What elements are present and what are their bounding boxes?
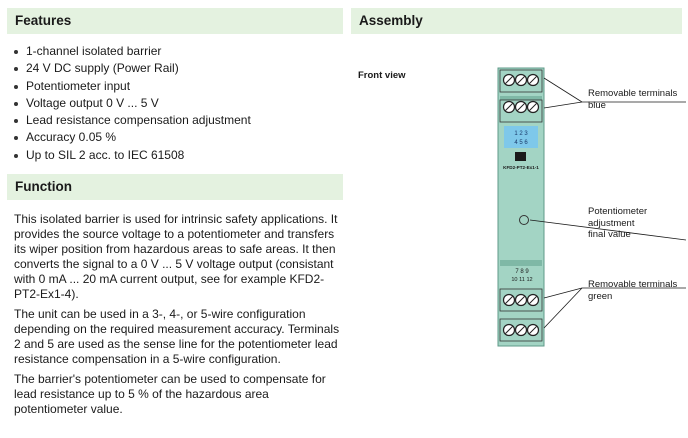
device-front-view-diagram: 1 2 3 4 5 6 KFD2-PT2-Ex1-1 7 8 9 10 11 1…: [497, 67, 686, 347]
list-item: Voltage output 0 V ... 5 V: [14, 95, 251, 112]
callout-text: Potentiometer: [588, 206, 648, 217]
front-view-label: Front view: [358, 70, 406, 81]
callout-text: Removable terminals: [588, 279, 678, 290]
terminal-numbers-top-row2: 4 5 6: [514, 140, 528, 146]
function-paragraph: The unit can be used in a 3-, 4-, or 5-w…: [14, 307, 340, 366]
list-item: Up to SIL 2 acc. to IEC 61508: [14, 147, 251, 164]
list-item: Potentiometer input: [14, 78, 251, 95]
manufacturer-logo-icon: [515, 152, 526, 161]
list-item: 1-channel isolated barrier: [14, 43, 251, 60]
housing-groove: [500, 96, 542, 102]
terminal-number-label-blue: [504, 126, 538, 148]
screw-icon: [526, 73, 540, 87]
screw-icon: [502, 293, 516, 307]
terminal-numbers-bottom-row2: 10 11 12: [511, 277, 532, 283]
callout-text: blue: [588, 99, 606, 111]
device-model-label: KFD2-PT2-Ex1-1: [503, 165, 539, 170]
screw-icon: [526, 100, 540, 114]
function-text: This isolated barrier is used for intrin…: [14, 212, 344, 422]
callout-text: Removable terminals: [588, 88, 678, 99]
list-item: Lead resistance compensation adjustment: [14, 112, 251, 129]
screw-icon: [526, 323, 540, 337]
screw-icon: [514, 293, 528, 307]
screw-icon: [502, 100, 516, 114]
screw-icon: [514, 100, 528, 114]
callout-blue-terminals: Removable terminals blue: [588, 88, 677, 111]
screw-icon: [514, 73, 528, 87]
features-heading: Features: [7, 8, 343, 34]
assembly-heading: Assembly: [351, 8, 682, 34]
housing-groove: [500, 260, 542, 266]
list-item: Accuracy 0.05 %: [14, 129, 251, 146]
screw-icon: [502, 323, 516, 337]
callout-text: adjustment: [588, 217, 635, 229]
screw-icon: [514, 323, 528, 337]
callout-potentiometer: Potentiometer adjustment final value: [588, 206, 647, 241]
screw-icon: [526, 293, 540, 307]
callout-leaders: [529, 77, 686, 329]
function-paragraph: The barrier's potentiometer can be used …: [14, 372, 326, 416]
terminal-numbers-bottom-row1: 7 8 9: [515, 269, 529, 275]
features-list: 1-channel isolated barrier 24 V DC suppl…: [14, 43, 251, 164]
terminal-numbers-top-row1: 1 2 3: [514, 131, 528, 137]
potentiometer-adjuster-icon: [519, 215, 529, 225]
callout-text: final value: [588, 229, 631, 240]
list-item: 24 V DC supply (Power Rail): [14, 60, 251, 77]
callout-text: green: [588, 290, 613, 302]
callout-green-terminals: Removable terminals green: [588, 279, 677, 302]
screw-icon: [502, 73, 516, 87]
function-paragraph: This isolated barrier is used for intrin…: [14, 212, 338, 301]
function-heading: Function: [7, 174, 343, 200]
